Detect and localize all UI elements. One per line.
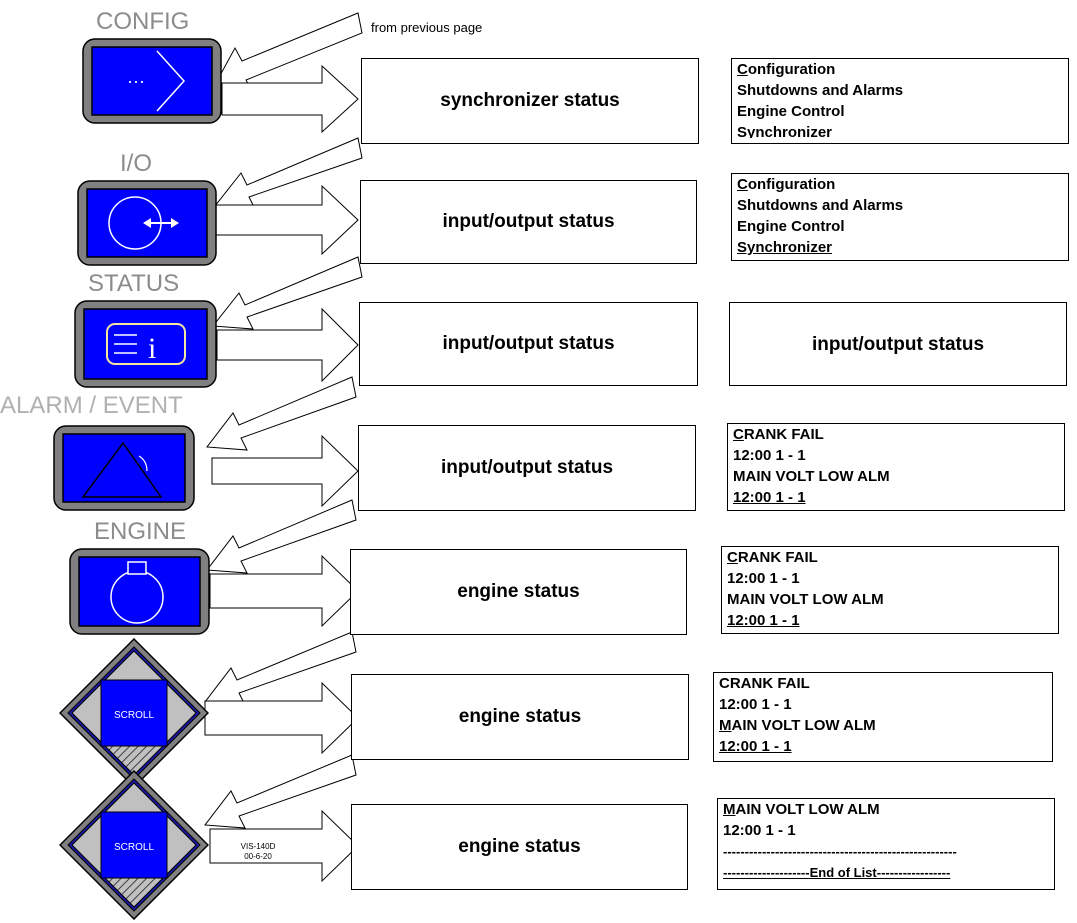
display-1-line-3: Engine Control <box>737 103 845 120</box>
display-1-line-1: Configuration <box>737 61 836 78</box>
display-5-line-4: 12:00 1 - 1 <box>727 612 800 628</box>
arrow-alarm-to-status <box>211 434 359 508</box>
status-box-2: input/output status <box>360 180 697 264</box>
scroll-diamond-icon: SCROLL <box>59 770 209 920</box>
display-4-line-4: 12:00 1 - 1 <box>733 489 806 505</box>
drawing-reference-line-1: VIS-140D <box>240 842 276 851</box>
arrow-status-to-io <box>214 137 363 210</box>
display-screen-6: CRANK FAIL 12:00 1 - 1 MAIN VOLT LOW ALM… <box>713 672 1053 762</box>
display-5-line-2: 12:00 1 - 1 <box>727 570 800 587</box>
status-key-label: STATUS <box>88 270 180 297</box>
status-box-1: synchronizer status <box>361 58 699 144</box>
display-2-line-4: Synchronizer <box>737 239 833 255</box>
svg-text:i: i <box>148 332 156 365</box>
arrow-engine-to-status <box>209 554 359 628</box>
display-1-line-2: Shutdowns and Alarms <box>737 82 904 99</box>
display-2-line-3: Engine Control <box>737 218 845 235</box>
display-4-line-3: MAIN VOLT LOW ALM <box>733 468 890 485</box>
display-screen-7: MAIN VOLT LOW ALM 12:00 1 - 1 ----------… <box>717 798 1055 890</box>
alarm-event-key-label: ALARM / EVENT <box>0 392 183 419</box>
display-2-line-2: Shutdowns and Alarms <box>737 197 904 214</box>
scroll-key-1-label: SCROLL <box>114 710 154 721</box>
status-key[interactable]: i <box>74 300 217 388</box>
io-icon <box>77 180 217 266</box>
engine-icon <box>69 548 210 635</box>
arrow-to-status-key <box>212 256 363 330</box>
display-7-line-4: --------------------End of List---------… <box>723 865 951 880</box>
display-screen-4: CRANK FAIL 12:00 1 - 1 MAIN VOLT LOW ALM… <box>727 423 1065 511</box>
status-box-3: input/output status <box>359 302 698 386</box>
display-screen-3: input/output status <box>729 302 1067 386</box>
display-screen-2: Configuration Shutdowns and Alarms Engin… <box>731 173 1069 261</box>
status-box-7: engine status <box>351 804 688 890</box>
display-4-line-1: CRANK FAIL <box>733 426 824 443</box>
from-previous-page-note: from previous page <box>371 20 483 35</box>
config-key[interactable]: ··· <box>82 38 222 124</box>
config-icon: ··· <box>82 38 222 124</box>
config-key-label: CONFIG <box>96 8 190 35</box>
status-box-5: engine status <box>350 549 687 635</box>
arrow-to-engine-key <box>206 499 357 574</box>
arrow-io-to-status <box>214 184 359 256</box>
display-7-line-1: MAIN VOLT LOW ALM <box>723 801 880 818</box>
drawing-reference: VIS-140D 00-6-20 <box>230 842 286 862</box>
display-4-line-2: 12:00 1 - 1 <box>733 447 806 464</box>
scroll-diamond-icon: SCROLL <box>59 638 209 788</box>
arrow-to-scroll-2 <box>204 754 357 829</box>
display-1-line-4: Synchronizer <box>737 124 833 138</box>
display-5-line-3: MAIN VOLT LOW ALM <box>727 591 884 608</box>
arrow-config-to-status <box>221 64 359 134</box>
alarm-event-key[interactable] <box>53 425 195 511</box>
drawing-reference-line-2: 00-6-20 <box>244 852 272 861</box>
display-6-line-1: CRANK FAIL <box>719 675 810 692</box>
scroll-key-2[interactable]: SCROLL <box>59 770 209 920</box>
display-7-line-3: ----------------------------------------… <box>723 844 957 859</box>
status-info-icon: i <box>74 300 217 388</box>
scroll-key-1[interactable]: SCROLL <box>59 638 209 788</box>
arrow-scroll1-to-status <box>204 681 359 755</box>
arrow-statuskey-to-box <box>216 307 359 383</box>
display-7-line-2: 12:00 1 - 1 <box>723 822 796 839</box>
engine-key-label: ENGINE <box>94 518 187 545</box>
status-box-6: engine status <box>351 674 689 760</box>
display-5-line-1: CRANK FAIL <box>727 549 818 566</box>
display-screen-1: Configuration Shutdowns and Alarms Engin… <box>731 58 1069 144</box>
display-6-line-3: MAIN VOLT LOW ALM <box>719 717 876 734</box>
alarm-triangle-icon <box>53 425 195 511</box>
io-key-label: I/O <box>120 150 153 177</box>
display-6-line-4: 12:00 1 - 1 <box>719 738 792 754</box>
arrow-scroll2-to-status <box>209 809 359 883</box>
svg-text:···: ··· <box>127 71 145 91</box>
arrow-to-alarm-key <box>206 376 357 451</box>
engine-key[interactable] <box>69 548 210 635</box>
scroll-key-2-label: SCROLL <box>114 842 154 853</box>
display-2-line-1: Configuration <box>737 176 836 193</box>
display-screen-5: CRANK FAIL 12:00 1 - 1 MAIN VOLT LOW ALM… <box>721 546 1059 634</box>
io-key[interactable] <box>77 180 217 266</box>
arrow-from-previous-page <box>211 12 363 94</box>
status-box-4: input/output status <box>358 425 696 511</box>
display-6-line-2: 12:00 1 - 1 <box>719 696 792 713</box>
